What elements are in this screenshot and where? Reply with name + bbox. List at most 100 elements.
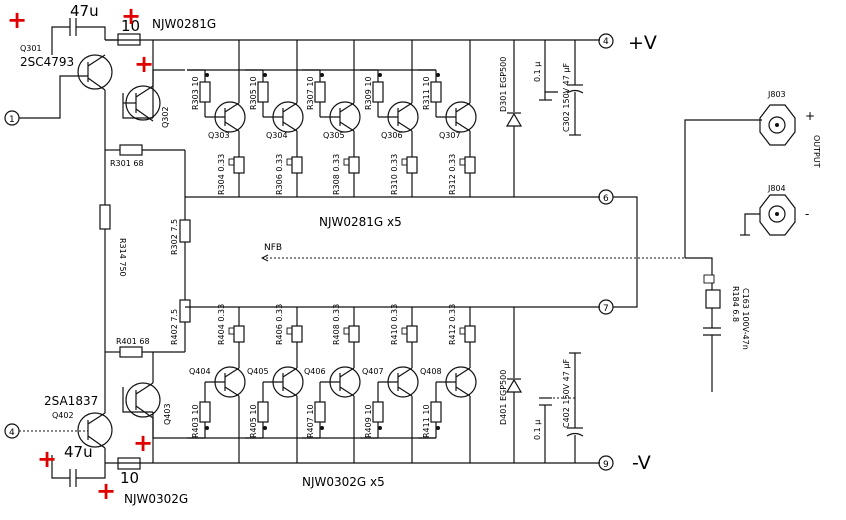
bottom-10ohm-resistor <box>117 457 141 470</box>
emitter-resistor <box>291 325 303 343</box>
bottom-output-transistor-cell: R409 10 Q407 R410 0.33 <box>360 304 419 463</box>
emitter-resistor-label: R406 0.33 <box>275 304 284 345</box>
base-resistor <box>314 401 326 423</box>
emitter-resistor <box>233 156 245 174</box>
q402-ref: Q402 <box>52 411 74 420</box>
r402-label: R402 7.5 <box>170 309 179 345</box>
base-resistor-label: R309 10 <box>364 76 373 110</box>
d401-label: D401 EGP500 <box>499 370 508 425</box>
c302-capacitor: C302 150V 47 μF <box>562 40 584 136</box>
bottom-res-label: 10 <box>120 469 139 487</box>
emitter-resistor-label: R310 0.33 <box>390 154 399 195</box>
c401-capacitor: 0.1 μ <box>533 397 575 463</box>
nfb-line: NFB <box>262 243 690 258</box>
transistor-ref: Q408 <box>420 367 442 376</box>
base-resistor <box>430 401 442 423</box>
base-resistor <box>372 81 384 103</box>
output-section: J803 J804 OUTPUT + - R184 6.8 C163 100V-… <box>684 90 821 392</box>
q301-transistor <box>77 54 113 90</box>
emitter-resistor <box>233 325 245 343</box>
r402-resistor <box>179 299 191 323</box>
emitter-resistor <box>464 325 476 343</box>
r301-resistor <box>119 144 143 156</box>
q302-ref: Q302 <box>161 106 170 128</box>
top-driver-part: NJW0281G <box>152 17 216 31</box>
emitter-resistor-label: R308 0.33 <box>332 154 341 195</box>
plus-mark: + <box>96 477 116 505</box>
c402-label: C402 150V 47 μF <box>562 359 571 428</box>
transistor-ref: Q406 <box>304 367 326 376</box>
emitter-resistor-label: R412 0.33 <box>448 304 457 345</box>
j803-jack <box>759 104 796 146</box>
plus-mark: + <box>7 6 27 34</box>
base-resistor <box>199 81 211 103</box>
node-1-label: 1 <box>9 115 15 125</box>
top-array-part: NJW0281G x5 <box>319 215 402 229</box>
driver-top: 47u 10 NJW0281G Q301 2SC4793 1 Q302 R301… <box>4 2 216 352</box>
j803-label: J803 <box>767 90 786 99</box>
c301-label: 0.1 μ <box>533 62 542 82</box>
plus-mark: + <box>121 2 141 30</box>
transistor-ref: Q306 <box>381 131 403 140</box>
plus-mark: + <box>37 445 57 473</box>
transistor-ref: Q304 <box>266 131 288 140</box>
emitter-resistor <box>406 325 418 343</box>
c402-capacitor: C402 150V 47 μF <box>562 352 584 463</box>
output-buses: 6 7 <box>185 189 638 315</box>
bottom-output-transistor-cell: R407 10 Q406 R408 0.33 <box>302 304 361 463</box>
node-9-terminal <box>598 455 614 471</box>
transistor-ref: Q407 <box>362 367 384 376</box>
emitter-resistor-label: R408 0.33 <box>332 304 341 345</box>
bottom-array-part: NJW0302G x5 <box>302 475 385 489</box>
base-resistor-label: R407 10 <box>306 404 315 438</box>
d301-diode: D301 EGP500 <box>499 40 523 197</box>
emitter-resistor <box>406 156 418 174</box>
out-plus: + <box>805 109 815 123</box>
d301-label: D301 EGP500 <box>499 57 508 112</box>
node-4-label: 4 <box>603 37 609 47</box>
emitter-resistor-label: R306 0.33 <box>275 154 284 195</box>
base-resistor <box>257 81 269 103</box>
q301-ref: Q301 <box>20 44 42 53</box>
c301-capacitor: 0.1 μ <box>533 40 558 101</box>
emitter-resistor <box>291 156 303 174</box>
transistor-ref: Q307 <box>439 131 461 140</box>
node-4-left-label: 4 <box>9 428 15 438</box>
nfb-label: NFB <box>264 243 282 253</box>
r401-resistor <box>119 346 143 358</box>
transistor-ref: Q404 <box>189 367 211 376</box>
r184-resistor <box>705 289 721 309</box>
top-cap-label: 47u <box>70 2 99 20</box>
c163-label: C163 100V-47n <box>741 288 750 350</box>
emitter-resistor <box>348 325 360 343</box>
base-resistor-label: R307 10 <box>306 76 315 110</box>
emitter-resistor <box>348 156 360 174</box>
r302-resistor <box>179 219 191 243</box>
base-resistor-label: R411 10 <box>422 404 431 438</box>
c401-label: 0.1 μ <box>533 420 542 440</box>
j804-jack <box>759 194 796 236</box>
positive-rail: 4 +V <box>105 32 657 54</box>
r184-label: R184 6.8 <box>731 286 740 322</box>
r302-label: R302 7.5 <box>170 219 179 255</box>
bottom-driver-part: NJW0302G <box>124 492 188 506</box>
transistor-ref: Q303 <box>208 131 230 140</box>
top-res-label: 10 <box>121 17 140 35</box>
q403-ref: Q403 <box>163 403 172 425</box>
base-resistor <box>199 401 211 423</box>
base-resistor-label: R409 10 <box>364 404 373 438</box>
base-resistor <box>314 81 326 103</box>
node-7-label: 7 <box>603 304 609 314</box>
out-minus: - <box>805 207 809 221</box>
emitter-resistor-label: R410 0.33 <box>390 304 399 345</box>
base-resistor <box>372 401 384 423</box>
